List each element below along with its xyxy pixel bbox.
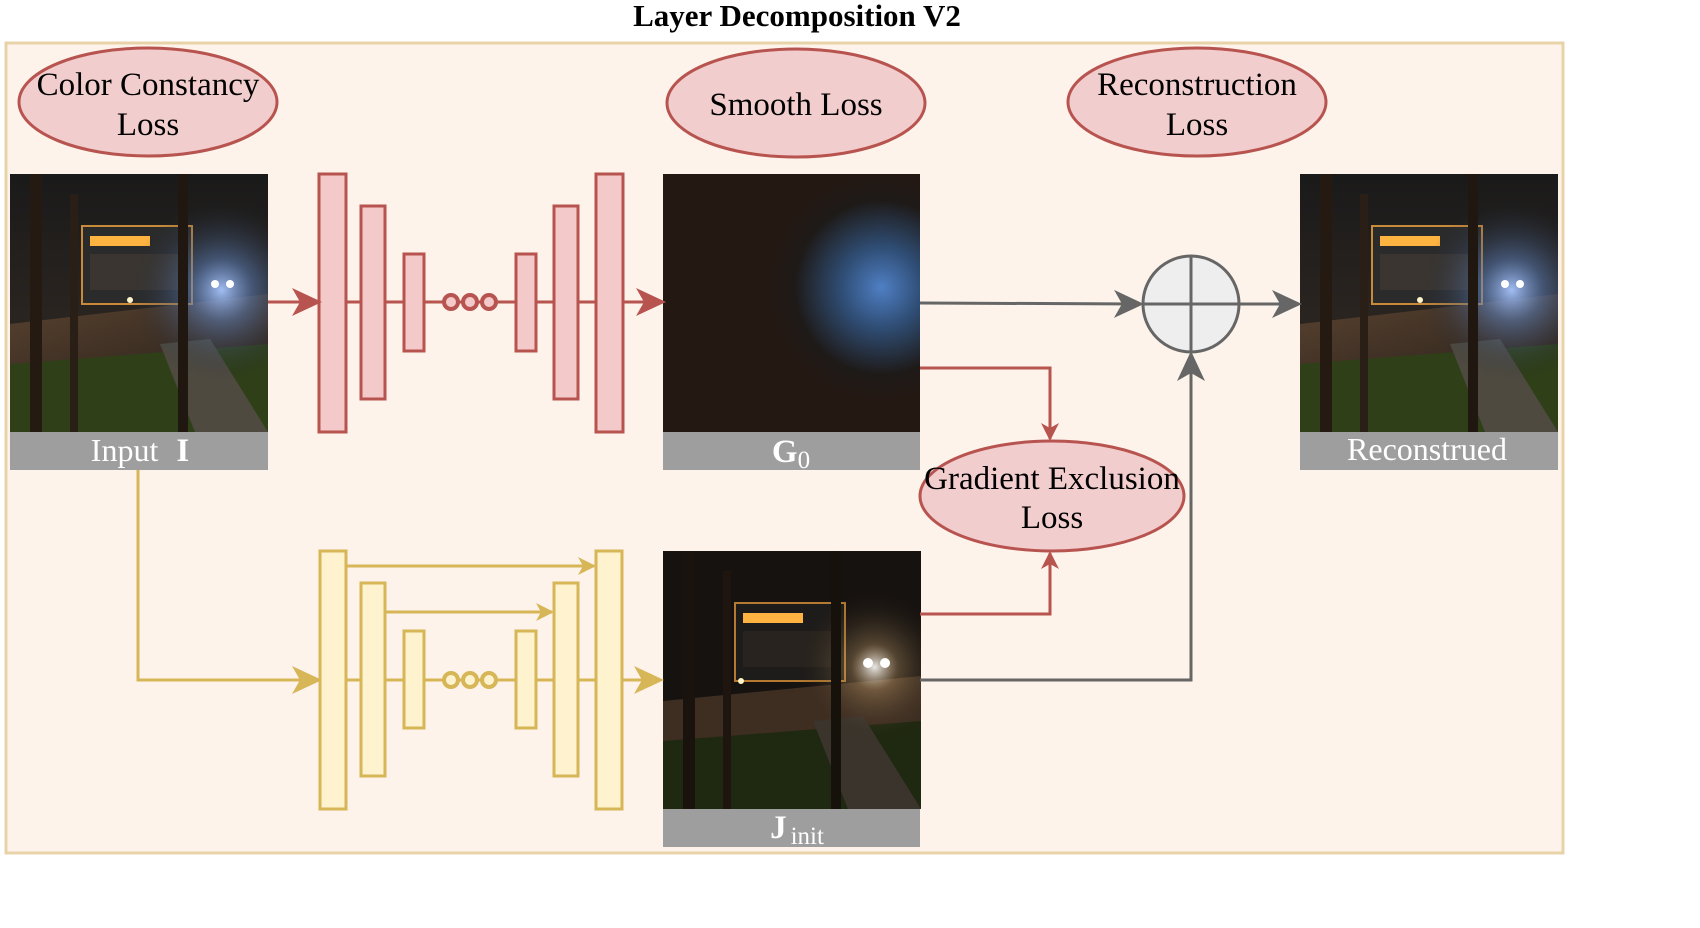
jinit-caption-symbol: J [770,810,787,846]
gradient-exclusion-loss-ellipse: Gradient Exclusion Loss [918,439,1186,553]
g0-image [663,174,920,432]
input-caption: Input I [91,432,189,469]
color-constancy-loss-line2: Loss [117,107,179,143]
reconstruction-loss-ellipse: Reconstruction Loss [1066,46,1328,158]
arrow-g0-to-plus [919,289,1144,318]
gradient-exclusion-loss-line2: Loss [1021,500,1083,536]
arrow-jinit-to-plus [920,351,1205,682]
reconstruction-loss-line1: Reconstruction [1097,67,1297,103]
g0-caption-symbol: G [772,434,798,470]
reconstructed-image [1299,173,1559,433]
arrow-input-to-yellow-net [136,470,322,694]
diagram-title: Layer Decomposition V2 [633,0,961,33]
jinit-caption-bar [663,809,920,847]
red-network [317,172,640,434]
g0-caption-sub: 0 [798,447,811,474]
g0-caption: G0 [772,434,810,474]
reconstructed-caption-bar [1300,432,1558,470]
yellow-network [318,549,640,811]
smooth-loss-label: Smooth Loss [709,87,882,123]
color-constancy-loss-ellipse: Color Constancy Loss [17,46,279,158]
ellipsis-dots-icon [442,671,498,689]
input-image [9,173,269,433]
input-caption-label: Input [91,432,159,468]
arrow-jinit-to-gradient-loss [920,551,1059,616]
reconstructed-caption: Reconstrued [1347,431,1507,467]
input-caption-bar [10,432,268,470]
input-caption-symbol: I [176,433,189,469]
ellipsis-dots-icon [442,293,498,311]
smooth-loss-ellipse: Smooth Loss [665,47,927,159]
g0-caption-bar [663,432,920,470]
gradient-exclusion-loss-line1: Gradient Exclusion [924,461,1180,497]
jinit-caption-sub: init [791,823,824,850]
color-constancy-loss-line1: Color Constancy [37,67,260,103]
plus-circle-icon [1141,254,1241,354]
jinit-image [662,550,922,810]
arrow-g0-to-gradient-loss [920,366,1059,441]
reconstruction-loss-line2: Loss [1166,107,1228,143]
